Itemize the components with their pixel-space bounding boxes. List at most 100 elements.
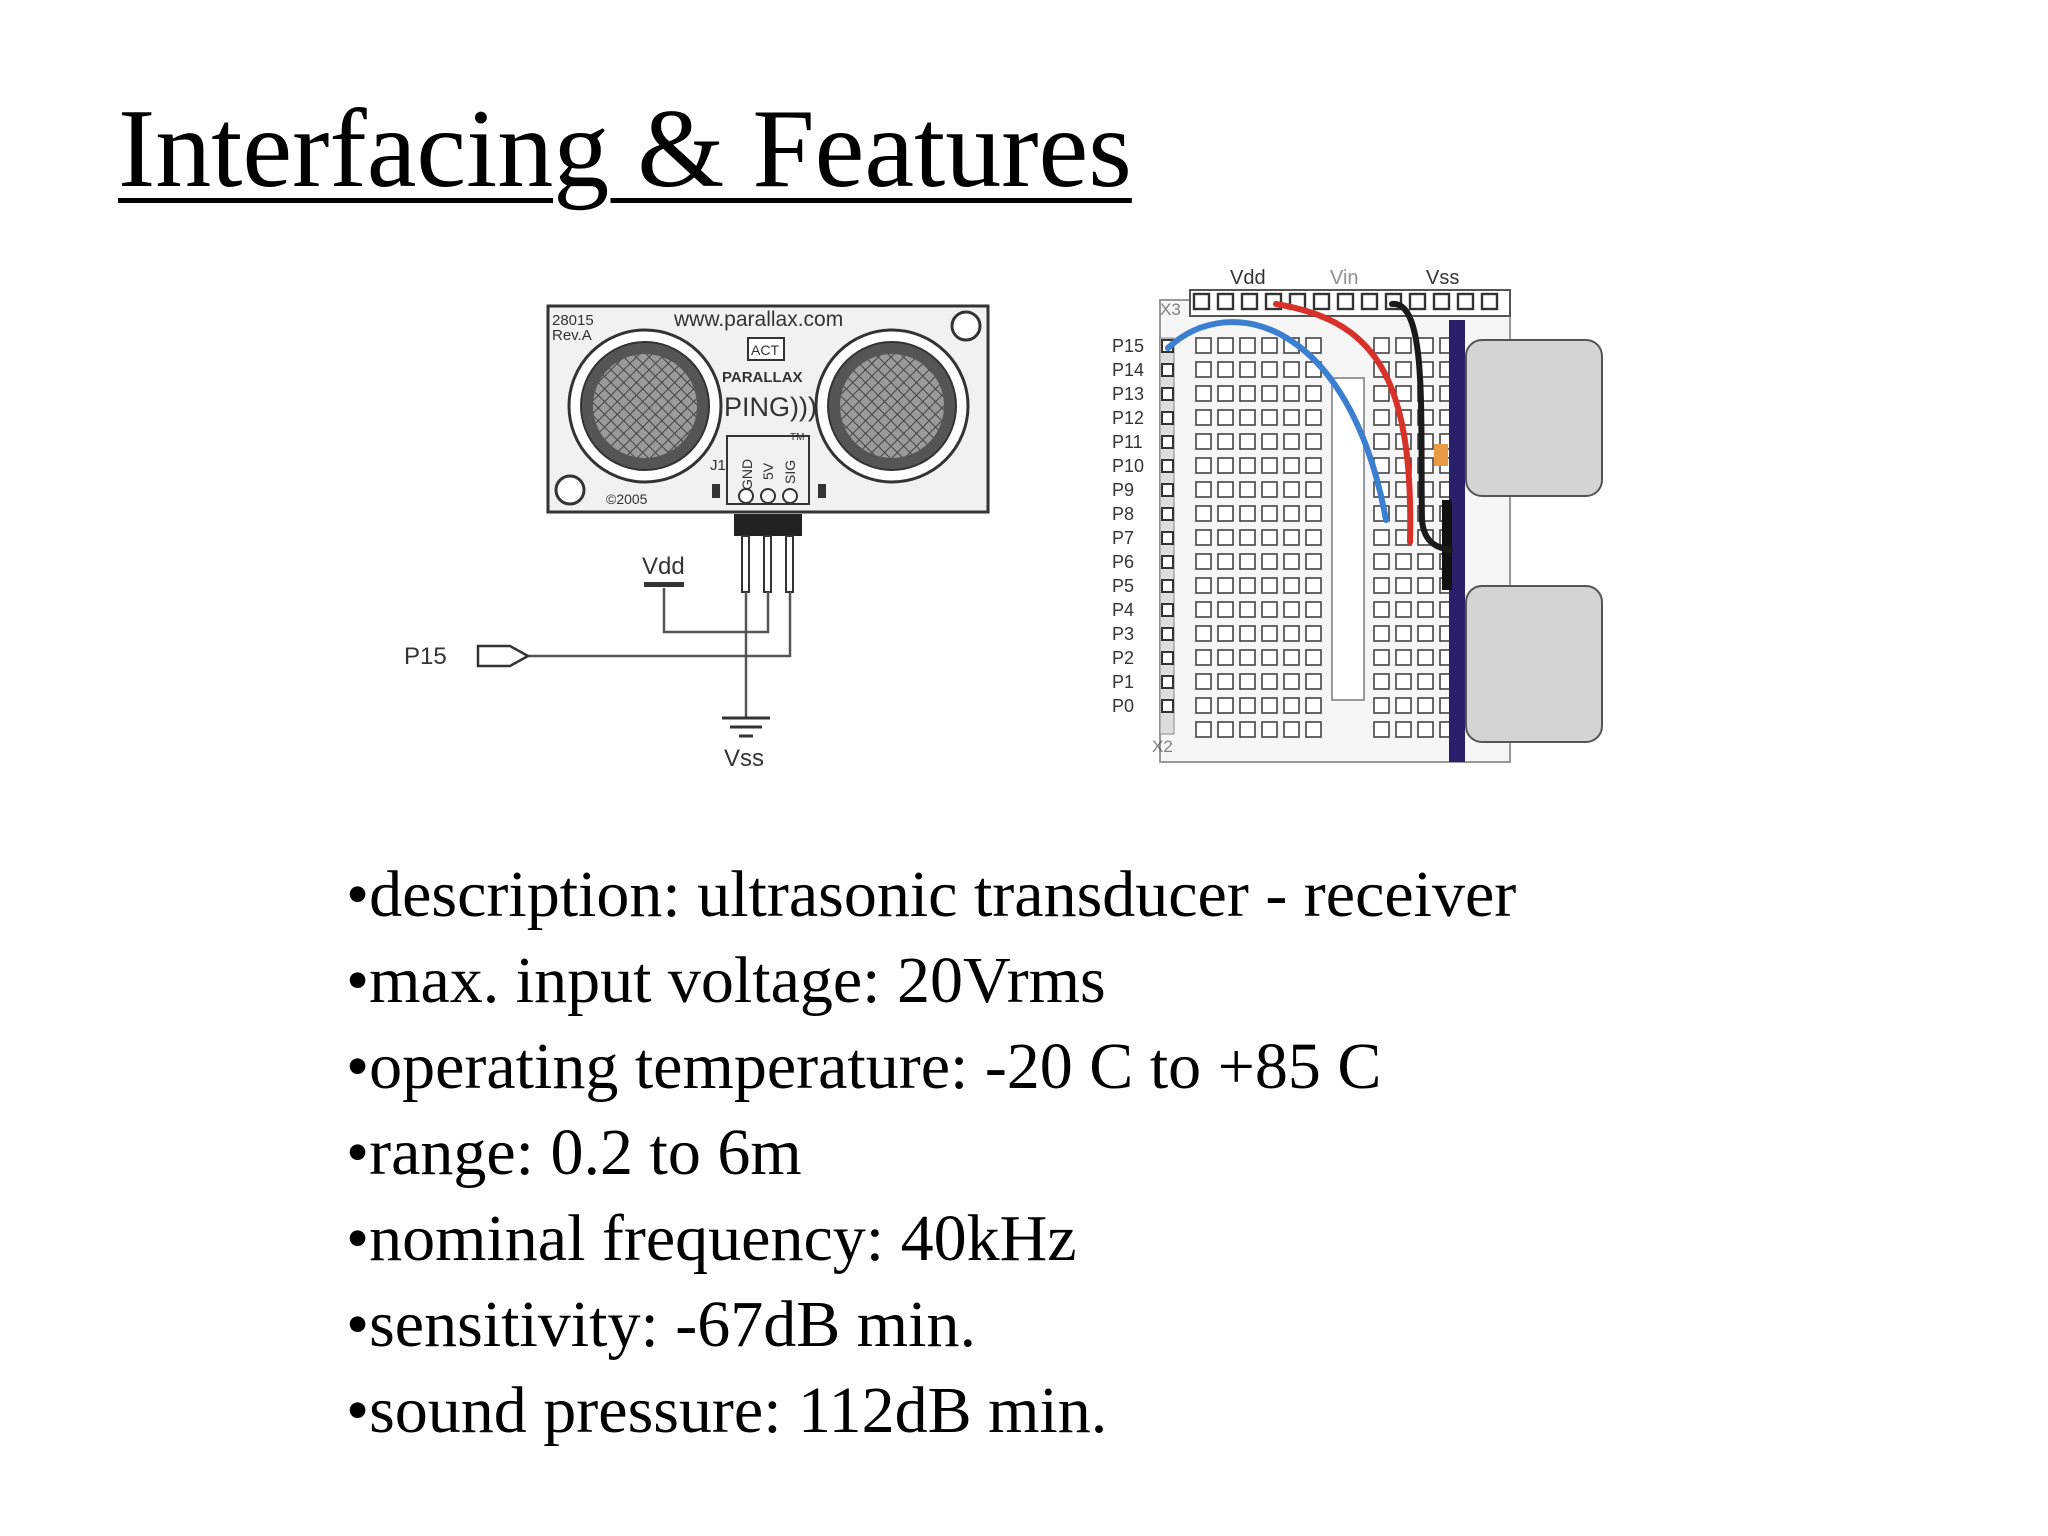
breadboard-hole [1261,649,1278,666]
breadboard-hole [1373,433,1390,450]
breadboard-hole [1217,433,1234,450]
breadboard-hole [1195,697,1212,714]
breadboard-hole [1417,697,1434,714]
breadboard-hole [1261,385,1278,402]
breadboard-hole [1217,361,1234,378]
pin-socket [1161,411,1174,425]
breadboard-hole [1195,721,1212,738]
breadboard-hole [1261,697,1278,714]
breadboard-hole [1283,361,1300,378]
breadboard-hole [1283,457,1300,474]
board-rev-label: Rev.A [552,327,592,344]
pin-label: P9 [1112,480,1134,500]
pin-label: P2 [1112,648,1134,668]
breadboard-hole [1239,601,1256,618]
breadboard-hole [1395,697,1412,714]
top-socket [1312,292,1331,311]
breadboard-hole [1239,625,1256,642]
breadboard-hole [1195,385,1212,402]
breadboard-hole [1395,601,1412,618]
breadboard-hole [1261,457,1278,474]
breadboard-hole [1395,337,1412,354]
breadboard-hole [1417,577,1434,594]
breadboard-hole [1305,457,1322,474]
breadboard-hole [1195,577,1212,594]
breadboard-hole [1239,457,1256,474]
p15-label: P15 [404,643,447,670]
breadboard-hole [1217,457,1234,474]
breadboard-hole [1417,601,1434,618]
feature-range: range: 0.2 to 6m [346,1110,1516,1196]
pin-label: P11 [1112,432,1143,452]
smd-right [818,484,826,498]
schematic-wires [528,588,792,718]
pin-socket [1161,483,1174,497]
vdd-label: Vdd [642,553,685,580]
feature-operating-temperature: operating temperature: -20 C to +85 C [346,1024,1516,1110]
breadboard-hole [1283,625,1300,642]
breadboard-hole [1261,337,1278,354]
mount-hole-top-right [950,310,982,342]
pin-socket [1161,651,1174,665]
breadboard-hole [1217,529,1234,546]
breadboard-hole [1305,649,1322,666]
top-socket [1336,292,1355,311]
breadboard-hole [1217,673,1234,690]
brand-label: PARALLAX [722,369,803,386]
breadboard-hole [1239,433,1256,450]
breadboard-hole [1239,337,1256,354]
breadboard-hole [1261,673,1278,690]
top-socket [1432,292,1451,311]
breadboard-hole [1395,673,1412,690]
breadboard-hole [1283,385,1300,402]
ground-symbol [722,716,770,738]
breadboard-hole [1195,553,1212,570]
feature-list: description: ultrasonic transducer - rec… [346,852,1516,1454]
breadboard-hole [1239,697,1256,714]
pin-socket [1161,531,1174,545]
transducer-top [1465,339,1603,497]
breadboard-hole [1305,481,1322,498]
pin-socket [1161,603,1174,617]
feature-nominal-frequency: nominal frequency: 40kHz [346,1196,1516,1282]
breadboard-hole [1239,409,1256,426]
breadboard-hole [1373,697,1390,714]
copyright-label: ©2005 [606,491,648,507]
breadboard-hole [1217,409,1234,426]
pin-label: P5 [1112,576,1134,596]
pin-label: P6 [1112,552,1134,572]
breadboard-hole [1195,337,1212,354]
breadboard-hole [1305,721,1322,738]
breadboard-hole [1195,505,1212,522]
breadboard-hole [1283,673,1300,690]
pin-label: P10 [1112,456,1144,476]
bb-x3-label: X3 [1160,300,1181,319]
breadboard-hole [1261,433,1278,450]
breadboard-hole [1305,673,1322,690]
breadboard-hole [1239,673,1256,690]
breadboard-hole [1395,649,1412,666]
breadboard-hole [1395,361,1412,378]
pin-label: P7 [1112,528,1134,548]
feature-max-input-voltage: max. input voltage: 20Vrms [346,938,1516,1024]
pin-socket [1161,459,1174,473]
breadboard-hole [1283,529,1300,546]
bb-x2-label: X2 [1152,737,1173,756]
breadboard-hole [1261,577,1278,594]
breadboard-hole [1261,601,1278,618]
breadboard-hole [1261,529,1278,546]
pin-socket [1161,675,1174,689]
breadboard-hole [1195,625,1212,642]
pin-socket [1161,435,1174,449]
breadboard-hole [1283,409,1300,426]
pin-socket [1161,387,1174,401]
breadboard-hole [1217,649,1234,666]
act-led [747,337,785,361]
breadboard-hole [1283,433,1300,450]
breadboard-hole [1305,625,1322,642]
breadboard-hole [1417,649,1434,666]
breadboard-hole [1195,433,1212,450]
breadboard-hole [1217,721,1234,738]
breadboard-hole [1373,649,1390,666]
